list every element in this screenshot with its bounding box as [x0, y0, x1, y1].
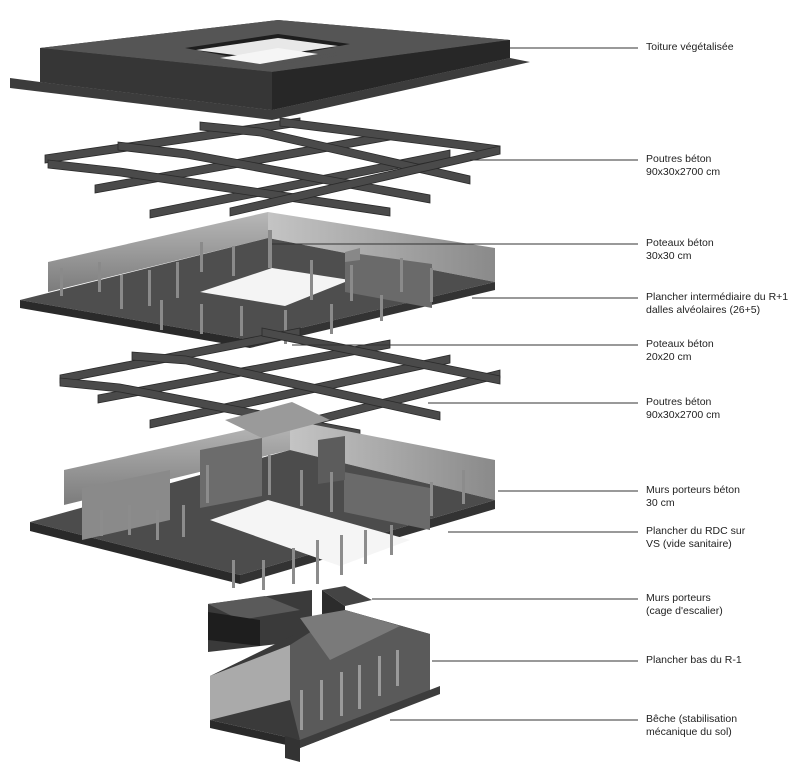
label-line: 30 cm	[646, 497, 675, 509]
label-murs-porteurs: Murs porteurs béton 30 cm	[646, 484, 740, 510]
label-poteaux-20: Poteaux béton 20x20 cm	[646, 338, 714, 364]
label-line: Bêche (stabilisation	[646, 713, 738, 725]
label-murs-escalier: Murs porteurs (cage d'escalier)	[646, 592, 723, 618]
label-beche: Bêche (stabilisation mécanique du sol)	[646, 713, 737, 739]
label-line: 90x30x2700 cm	[646, 166, 721, 178]
label-poutres-upper: Poutres béton 90x30x2700 cm	[646, 153, 720, 179]
label-plancher-rdc: Plancher du RDC sur VS (vide sanitaire)	[646, 525, 745, 551]
floor-r1-assembly	[20, 212, 495, 348]
beam-grid-upper	[44, 117, 501, 219]
label-line: 30x30 cm	[646, 250, 692, 262]
label-line: Poteaux béton	[646, 338, 714, 350]
label-toiture: Toiture végétalisée	[646, 41, 734, 54]
label-line: Plancher du RDC sur	[646, 525, 746, 537]
leader-lines	[272, 47, 638, 721]
label-line: (cage d'escalier)	[646, 605, 723, 617]
label-line: Murs porteurs béton	[646, 484, 740, 496]
label-line: Poteaux béton	[646, 237, 714, 249]
label-line: Poutres béton	[646, 396, 712, 408]
label-line: Toiture végétalisée	[646, 41, 734, 53]
label-line: Plancher intermédiaire du R+1	[646, 291, 789, 303]
basement-r1	[210, 610, 440, 762]
label-plancher-r-1: Plancher bas du R-1	[646, 654, 742, 667]
roof-slab	[10, 20, 530, 120]
label-line: Murs porteurs	[646, 592, 711, 604]
label-plancher-r1: Plancher intermédiaire du R+1 dalles alv…	[646, 291, 788, 317]
label-line: mécanique du sol)	[646, 726, 732, 738]
label-poteaux-30: Poteaux béton 30x30 cm	[646, 237, 714, 263]
label-line: 90x30x2700 cm	[646, 409, 721, 421]
label-line: Plancher bas du R-1	[646, 654, 742, 666]
label-line: Poutres béton	[646, 153, 712, 165]
label-poutres-lower: Poutres béton 90x30x2700 cm	[646, 396, 720, 422]
label-line: VS (vide sanitaire)	[646, 538, 732, 550]
label-line: dalles alvéolaires (26+5)	[646, 304, 761, 316]
label-line: 20x20 cm	[646, 351, 692, 363]
floor-rdc-assembly	[30, 402, 495, 590]
stair-core	[208, 586, 372, 652]
